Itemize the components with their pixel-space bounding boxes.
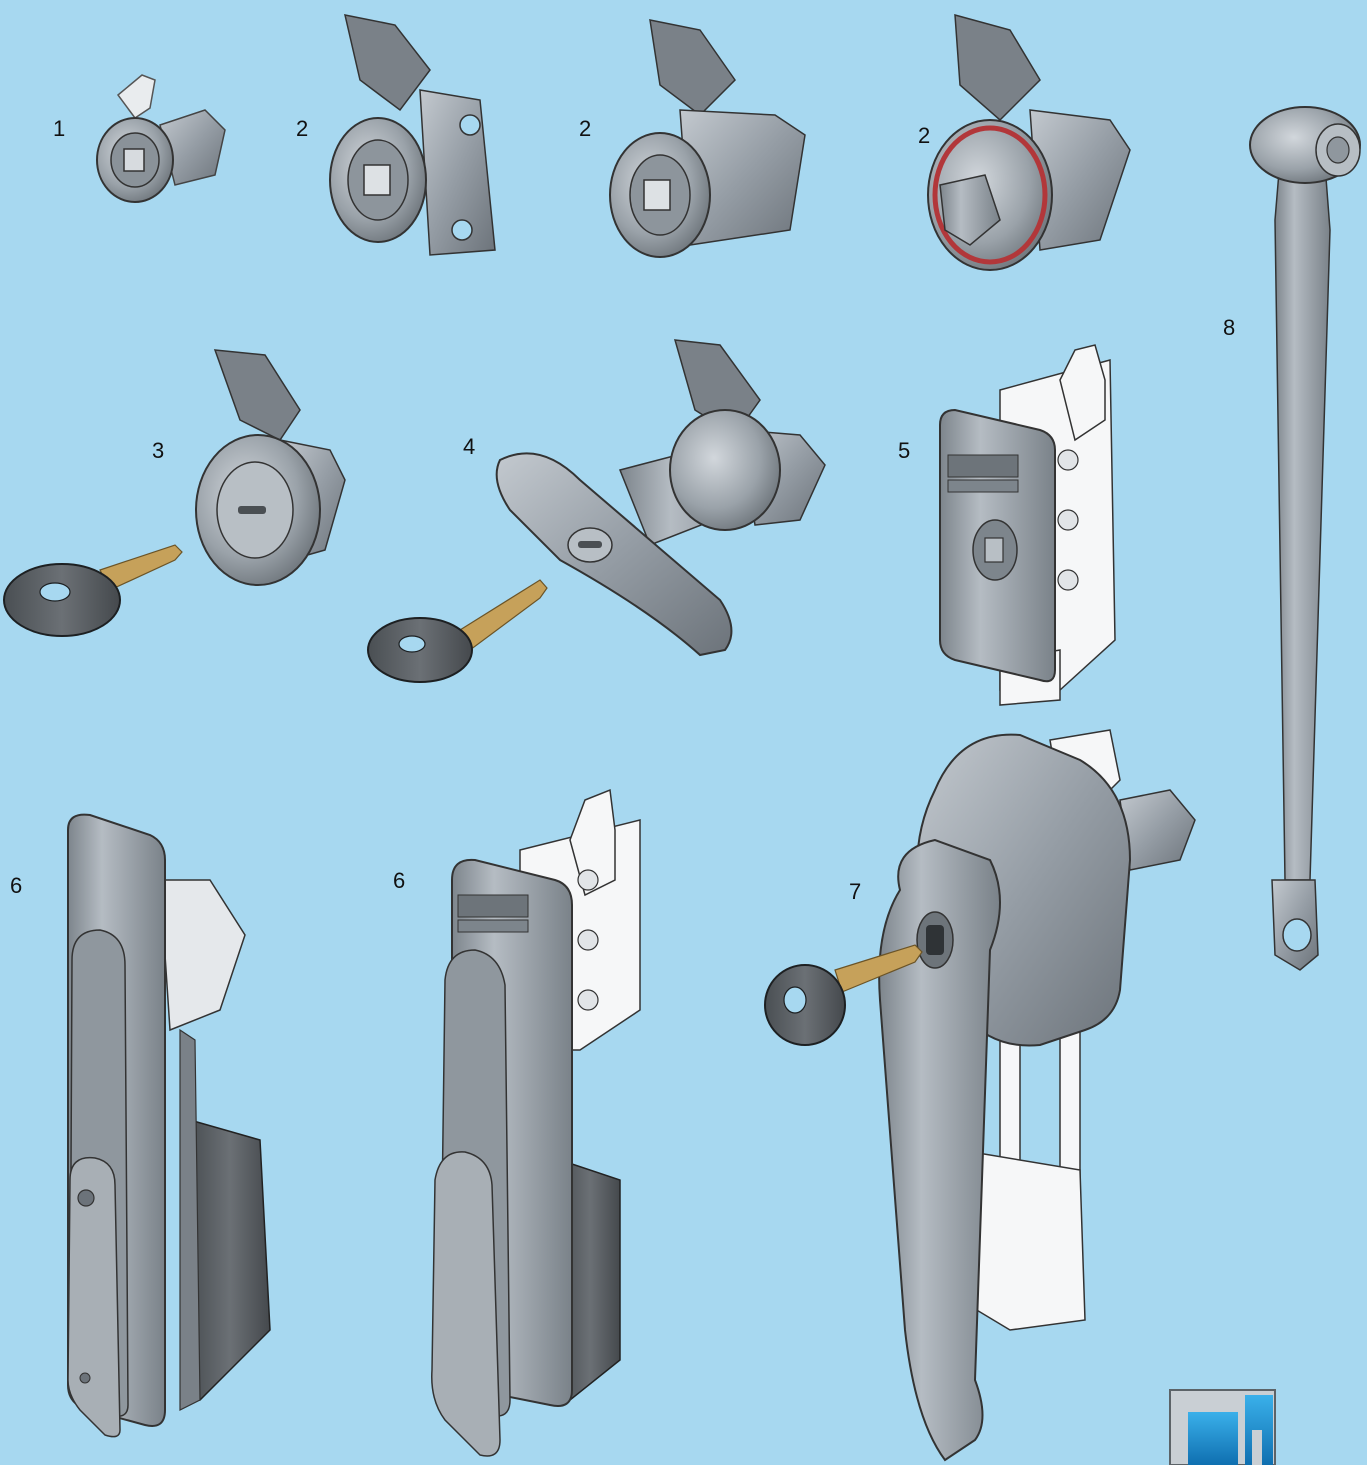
key-cylinder-cam-lock-icon [3, 349, 346, 637]
cam-lock-with-gasket-icon [927, 13, 1131, 271]
t-handle-lock-icon [367, 339, 826, 683]
item-number-6: 6 [393, 868, 406, 893]
item-number-2: 2 [918, 123, 931, 148]
item-number-2: 2 [296, 116, 309, 141]
item-number-8: 8 [1223, 315, 1236, 340]
cam-lock-hex-body-icon [609, 19, 806, 258]
company-logo [1169, 1389, 1276, 1465]
item-number-6: 6 [10, 873, 23, 898]
item-number-2: 2 [579, 116, 592, 141]
item-number-4: 4 [463, 434, 476, 459]
compact-quarter-turn-lock-icon [96, 74, 226, 203]
padlockable-lever-handle-icon [764, 729, 1196, 1462]
item-number-7: 7 [849, 879, 862, 904]
connecting-rod-icon [1249, 106, 1361, 971]
cam-lock-with-bracket-icon [329, 14, 496, 256]
swinghandle-lock-icon [67, 813, 271, 1438]
compact-swinghandle-base-icon [939, 344, 1116, 706]
item-number-5: 5 [898, 438, 911, 463]
item-number-1: 1 [53, 116, 66, 141]
swinghandle-lock-with-label-icon [431, 788, 641, 1457]
item-number-3: 3 [152, 438, 165, 463]
